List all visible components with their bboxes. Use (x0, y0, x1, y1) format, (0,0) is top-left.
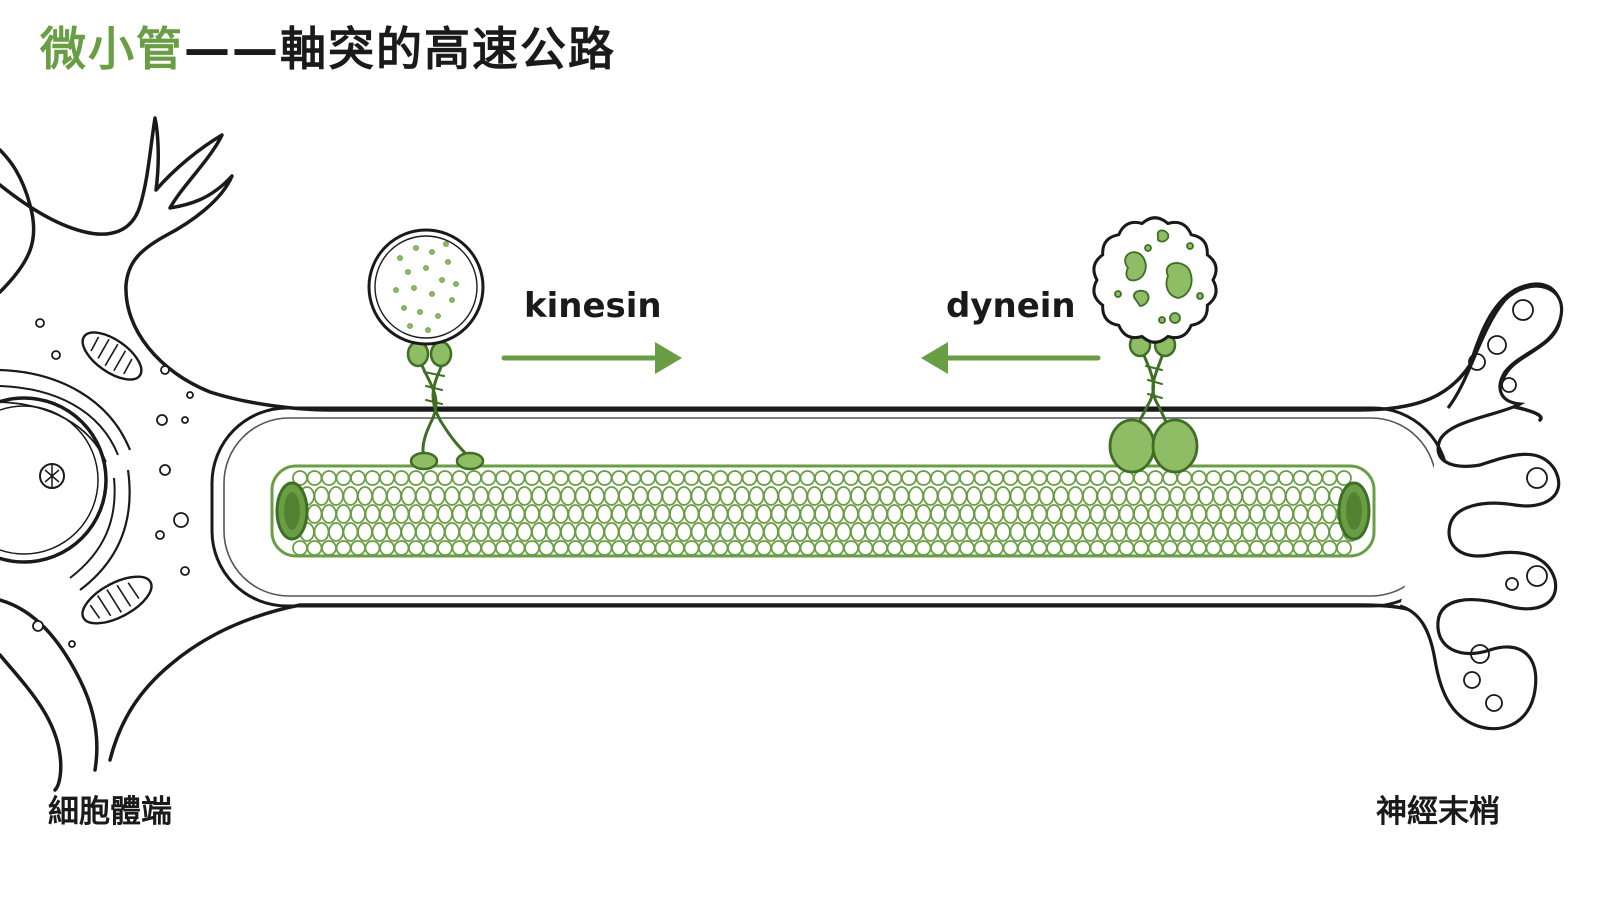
page-title: 微小管——軸突的高速公路 (40, 22, 616, 77)
lysosome (1092, 216, 1218, 344)
neuron-soma (0, 116, 1563, 792)
microtubule (270, 464, 1376, 558)
label-nerve-terminal: 神經末梢 (1376, 794, 1500, 830)
nucleus (0, 368, 132, 591)
mitochondrion (81, 331, 153, 625)
soma-granules (32, 318, 194, 648)
title-highlight: 微小管 (40, 22, 184, 76)
arrow-right (501, 342, 682, 374)
dynein-motor (1108, 332, 1199, 474)
kinesin-motor (406, 340, 485, 471)
axon-terminal (1399, 284, 1564, 731)
arrow-left (921, 342, 1101, 374)
label-soma-end: 細胞體端 (48, 794, 172, 830)
label-dynein: dynein (946, 286, 1076, 326)
vesicle (367, 228, 485, 346)
label-kinesin: kinesin (524, 286, 662, 326)
title-rest: ——軸突的高速公路 (184, 22, 616, 76)
